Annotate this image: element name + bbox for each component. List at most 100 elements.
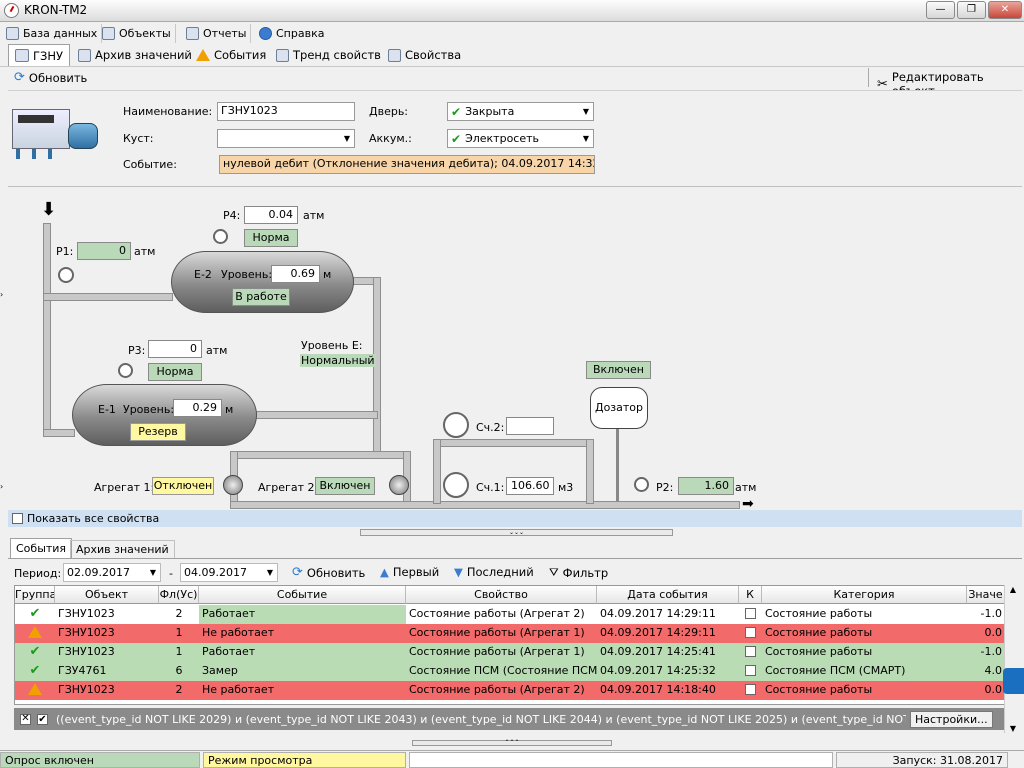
- filter-label: Фильтр: [562, 565, 609, 580]
- archive-icon: [78, 48, 91, 62]
- col-header-date[interactable]: Дата события: [597, 586, 739, 604]
- e2-status: В работе: [232, 288, 290, 306]
- events-scrollbar[interactable]: ▲ ▼: [1004, 585, 1021, 733]
- period-to-select[interactable]: 04.09.2017▼: [180, 563, 278, 582]
- period-dash: -: [169, 567, 173, 580]
- show-all-bar: Показать все свойства: [8, 510, 1022, 527]
- doser-status: Включен: [586, 361, 651, 379]
- warning-icon: [196, 49, 210, 61]
- flow-meter-1-icon: [443, 472, 469, 498]
- p3-unit: атм: [206, 344, 228, 357]
- row-status-cell: [15, 624, 55, 643]
- refresh-button[interactable]: ⟳Обновить: [14, 70, 87, 85]
- c2-value: [506, 417, 554, 435]
- p1-value: 0: [77, 242, 131, 260]
- agg1-label: Агрегат 1:: [94, 481, 155, 494]
- settings-button[interactable]: Настройки...: [910, 710, 993, 728]
- col-header-category[interactable]: Категория: [762, 586, 967, 604]
- splitter-handle[interactable]: ⌄⌄⌄: [360, 529, 673, 536]
- col-header-group[interactable]: Группа: [15, 586, 55, 604]
- col-header-k[interactable]: К: [739, 586, 762, 604]
- flow-meter-2-icon: [443, 412, 469, 438]
- pressure-gauge-icon: [634, 477, 649, 492]
- refresh-label: Обновить: [306, 565, 366, 580]
- level-e-label: Уровень E:: [301, 339, 363, 352]
- splitter-handle[interactable]: ⌃⌃⌃: [412, 740, 612, 746]
- e2-level-label: Уровень:: [221, 268, 273, 281]
- row-status-cell: [15, 681, 55, 700]
- pipe: [586, 439, 594, 504]
- close-button[interactable]: ✕: [988, 1, 1022, 19]
- events-refresh-button[interactable]: ⟳Обновить: [292, 565, 365, 580]
- object-form: Наименование: ГЗНУ1023 Куст: ▼ Событие: …: [8, 90, 1022, 186]
- row-confirm-checkbox[interactable]: [745, 665, 756, 676]
- period-from-select[interactable]: 02.09.2017▼: [63, 563, 161, 582]
- chevron-down-icon: ▼: [582, 134, 590, 143]
- row-confirm-checkbox[interactable]: [745, 684, 756, 695]
- show-all-checkbox[interactable]: [12, 513, 23, 524]
- start-time-status: Запуск: 31.08.2017 10:02:47: [836, 752, 1008, 768]
- c2-label: Сч.2:: [476, 421, 505, 434]
- row-confirm-checkbox[interactable]: [745, 608, 756, 619]
- tab-archive[interactable]: Архив значений: [72, 44, 198, 66]
- row-status-cell: ✔: [15, 605, 55, 624]
- tab-events[interactable]: События: [190, 44, 272, 66]
- period-label: Период:: [14, 567, 62, 580]
- e1-unit: м: [225, 403, 234, 416]
- col-header-event[interactable]: Событие: [199, 586, 406, 604]
- clear-filter-icon[interactable]: ✕: [20, 712, 31, 725]
- status-empty: [409, 752, 833, 768]
- pump-2-icon[interactable]: [389, 475, 409, 495]
- row-confirm-checkbox[interactable]: [745, 646, 756, 657]
- accum-select[interactable]: ✔Электросеть▼: [447, 129, 594, 148]
- pump-1-icon[interactable]: [223, 475, 243, 495]
- first-button[interactable]: ▲Первый: [380, 565, 439, 579]
- col-header-value[interactable]: Значе: [967, 586, 1005, 604]
- filter-button[interactable]: ⛛Фильтр: [549, 565, 608, 580]
- event-field[interactable]: нулевой дебит (Отклонение значения дебит…: [219, 155, 595, 174]
- expand-left-icon[interactable]: ›: [0, 482, 4, 491]
- bush-select[interactable]: ▼: [217, 129, 355, 148]
- doser-tank[interactable]: Дозатор: [590, 387, 648, 429]
- tab-gznu[interactable]: ГЗНУ: [8, 44, 70, 66]
- door-select[interactable]: ✔Закрыта▼: [447, 102, 594, 121]
- remote-support-icon[interactable]: [1003, 668, 1024, 694]
- menu-help[interactable]: Справка: [255, 24, 328, 43]
- minimize-button[interactable]: —: [926, 1, 955, 19]
- menu-database[interactable]: База данных: [2, 24, 103, 43]
- last-button[interactable]: ▼Последний: [454, 565, 534, 579]
- pipe: [230, 451, 410, 459]
- p1-unit: атм: [134, 245, 156, 258]
- name-field[interactable]: ГЗНУ1023: [217, 102, 355, 121]
- tab-bottom-archive[interactable]: Архив значений: [70, 540, 175, 558]
- col-header-property[interactable]: Свойство: [406, 586, 597, 604]
- help-icon: [259, 27, 272, 40]
- enable-filter-checkbox[interactable]: ✔: [37, 713, 48, 725]
- menu-objects[interactable]: Объекты: [98, 24, 176, 43]
- status-bar: Опрос включен Режим просмотра Запуск: 31…: [0, 750, 1024, 768]
- col-header-object[interactable]: Объект: [55, 586, 159, 604]
- expand-left-icon[interactable]: ›: [0, 290, 4, 299]
- col-header-flag[interactable]: Фл(Ус): [159, 586, 199, 604]
- chevron-down-icon: ▼: [266, 568, 274, 577]
- cell-event: Замер: [202, 664, 238, 677]
- row-confirm-checkbox[interactable]: [745, 627, 756, 638]
- maximize-button[interactable]: ❐: [957, 1, 986, 19]
- scroll-up-icon[interactable]: ▲: [1009, 585, 1017, 594]
- e2-unit: м: [323, 268, 332, 281]
- tab-properties[interactable]: Свойства: [382, 44, 467, 66]
- tab-bottom-events[interactable]: События: [10, 538, 73, 558]
- p4-status: Норма: [244, 229, 298, 247]
- menu-reports[interactable]: Отчеты: [182, 24, 252, 43]
- scroll-down-icon[interactable]: ▼: [1009, 724, 1017, 733]
- e1-level-label: Уровень:: [123, 403, 175, 416]
- tab-trend[interactable]: Тренд свойств: [270, 44, 387, 66]
- pipe: [43, 293, 173, 301]
- pipe: [433, 439, 593, 447]
- refresh-icon: ⟳: [14, 70, 25, 85]
